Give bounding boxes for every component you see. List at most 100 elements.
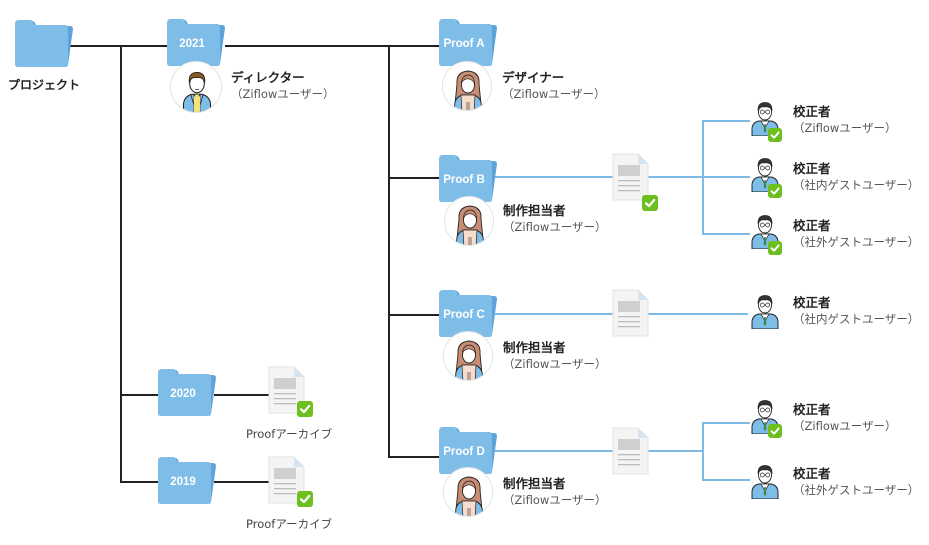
connector-2020-archive (214, 394, 270, 396)
reviewer-icon (748, 463, 782, 499)
archive-doc-2019[interactable] (266, 455, 313, 507)
project-label: プロジェクト (8, 78, 81, 92)
folder-label: Proof C (443, 309, 485, 321)
reviewer-b3-role: 校正者 （社外ゲストユーザー） (793, 218, 919, 250)
woman-icon (444, 332, 493, 381)
folder-proof-a[interactable]: Proof A (436, 17, 498, 67)
reviewer-c1-role: 校正者 （社内ゲストユーザー） (793, 295, 919, 327)
connector-proofd-r1 (702, 422, 750, 424)
reviewer-b3-icon (748, 213, 782, 255)
connector-proofb-r2 (702, 176, 750, 178)
folder-2021[interactable]: 2021 (164, 17, 226, 67)
role-type: （Ziflowユーザー） (503, 356, 607, 371)
reviewer-b2-role: 校正者 （社内ゲストユーザー） (793, 161, 919, 193)
folder-label: 2021 (179, 38, 205, 50)
folder-proof-c[interactable]: Proof C (436, 288, 498, 338)
check-icon (297, 401, 313, 417)
document-icon (610, 426, 650, 476)
role-title: デザイナー (502, 70, 565, 85)
producer-d-avatar (443, 467, 493, 517)
woman-icon (445, 197, 494, 246)
folder-label: 2020 (170, 388, 196, 400)
folder-proof-b[interactable]: Proof B (436, 153, 498, 203)
role-title: 校正者 (793, 402, 831, 417)
role-type: （社内ゲストユーザー） (793, 311, 920, 326)
reviewer-d1-icon (748, 398, 782, 438)
reviewer-d1-role: 校正者 （Ziflowユーザー） (793, 402, 897, 434)
connector-proofd-doc (495, 450, 702, 452)
reviewer-icon (748, 293, 782, 329)
connector-2021-proofa (225, 45, 440, 47)
connector-proofb (388, 177, 440, 179)
folder-label: Proof A (443, 38, 485, 50)
document-icon (610, 288, 650, 338)
folder-proof-d[interactable]: Proof D (436, 425, 498, 475)
reviewer-c1-icon (748, 293, 782, 329)
role-title: 校正者 (793, 161, 831, 176)
role-title: 制作担当者 (503, 476, 566, 491)
role-type: （Ziflowユーザー） (502, 86, 606, 101)
director-avatar (170, 61, 222, 113)
folder-2019[interactable]: 2019 (155, 455, 217, 505)
woman-icon (443, 62, 492, 111)
folder-label: 2019 (170, 476, 196, 488)
folder-label: Proof D (443, 446, 485, 458)
archive-doc-2020[interactable] (266, 365, 313, 417)
reviewer-b2-icon (748, 156, 782, 198)
director-role: ディレクター （Ziflowユーザー） (231, 70, 335, 102)
folder-label: Proof B (443, 174, 485, 186)
connector-2019 (120, 481, 160, 483)
reviewer-d2-icon (748, 463, 782, 499)
connector-proofd-branch (702, 422, 704, 480)
archive-label-2019: Proofアーカイブ (246, 517, 333, 531)
connector-proofb-r1 (702, 120, 750, 122)
role-type: （社外ゲストユーザー） (793, 234, 920, 249)
connector-2020 (120, 394, 160, 396)
role-title: 校正者 (793, 104, 831, 119)
check-icon (768, 424, 782, 438)
reviewer-b1-role: 校正者 （Ziflowユーザー） (793, 104, 897, 136)
role-title: 校正者 (793, 295, 831, 310)
project-folder[interactable] (12, 18, 74, 68)
role-type: （社内ゲストユーザー） (793, 177, 920, 192)
proof-b-document[interactable] (610, 152, 658, 211)
man-icon (171, 62, 222, 113)
folder-icon (12, 18, 74, 68)
designer-role: デザイナー （Ziflowユーザー） (502, 70, 606, 102)
role-type: （Ziflowユーザー） (231, 86, 335, 101)
role-title: 校正者 (793, 218, 831, 233)
folder-2020[interactable]: 2020 (155, 367, 217, 417)
woman-icon (444, 468, 493, 517)
connector-proofd (388, 456, 440, 458)
reviewer-d2-role: 校正者 （社外ゲストユーザー） (793, 466, 919, 498)
producer-b-avatar (444, 196, 494, 246)
role-type: （Ziflowユーザー） (503, 219, 607, 234)
reviewer-b1-icon (748, 100, 782, 142)
connector-proofb-doc (495, 176, 702, 178)
connector-proofb-r3 (702, 233, 750, 235)
proof-d-document[interactable] (610, 426, 650, 476)
connector-trunk-proofs (388, 45, 390, 457)
role-type: （Ziflowユーザー） (793, 418, 897, 433)
proof-c-document[interactable] (610, 288, 650, 338)
role-type: （社外ゲストユーザー） (793, 482, 920, 497)
archive-label-2020: Proofアーカイブ (246, 427, 333, 441)
connector-proofd-r2 (702, 479, 750, 481)
connector-2019-archive (214, 481, 270, 483)
producer-c-role: 制作担当者 （Ziflowユーザー） (503, 340, 607, 372)
check-icon (768, 128, 782, 142)
check-icon (297, 491, 313, 507)
role-title: 校正者 (793, 466, 831, 481)
role-type: （Ziflowユーザー） (793, 120, 897, 135)
designer-avatar (442, 61, 492, 111)
producer-c-avatar (443, 331, 493, 381)
check-icon (768, 241, 782, 255)
role-type: （Ziflowユーザー） (503, 492, 607, 507)
producer-b-role: 制作担当者 （Ziflowユーザー） (503, 203, 607, 235)
check-icon (642, 195, 658, 211)
check-icon (768, 184, 782, 198)
role-title: ディレクター (231, 70, 305, 85)
role-title: 制作担当者 (503, 203, 566, 218)
role-title: 制作担当者 (503, 340, 566, 355)
connector-proofc (388, 314, 440, 316)
